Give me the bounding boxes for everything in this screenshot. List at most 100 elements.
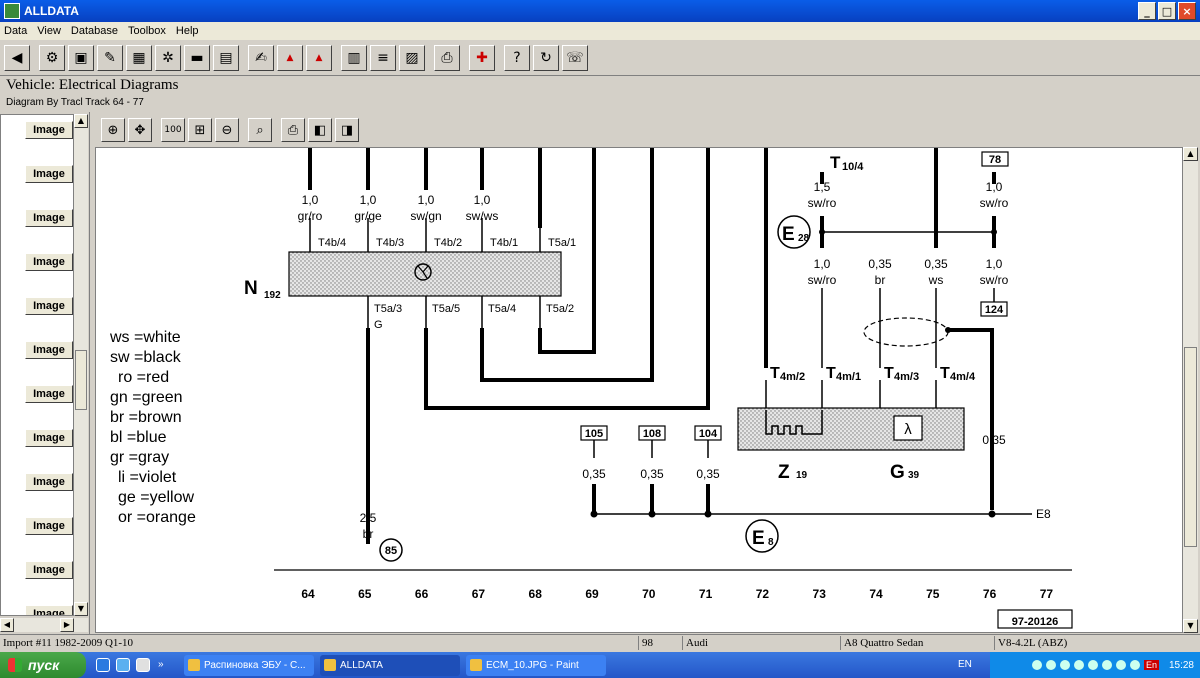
- connector-label: T: [770, 365, 780, 382]
- tray-icon-2[interactable]: [1045, 660, 1056, 670]
- menu-view[interactable]: View: [37, 25, 61, 37]
- new-car-icon[interactable]: ▲: [277, 44, 303, 71]
- next-image-icon[interactable]: ◨: [335, 118, 359, 142]
- zoom-100-icon[interactable]: 100: [161, 118, 185, 142]
- image-button[interactable]: Image: [25, 121, 73, 139]
- menu-data[interactable]: Data: [4, 25, 28, 37]
- zoom-in-icon[interactable]: ⊕: [101, 118, 125, 142]
- language-indicator[interactable]: EN: [958, 659, 972, 670]
- diagram-scroll-thumb[interactable]: [1184, 347, 1197, 547]
- back-arrow-icon[interactable]: ◀: [4, 44, 30, 71]
- book-icon[interactable]: ▤: [213, 44, 239, 71]
- image-button[interactable]: Image: [25, 473, 73, 491]
- wire-size-label: 0,35: [640, 467, 664, 481]
- menu-database[interactable]: Database: [70, 25, 118, 37]
- system-tray: En 15:28: [990, 652, 1200, 678]
- quicklaunch-more-icon[interactable]: »: [158, 659, 164, 670]
- task-firefox[interactable]: Распиновка ЭБУ - С...: [184, 655, 314, 676]
- diagram-icon[interactable]: ✎: [97, 44, 123, 71]
- task-paint[interactable]: ECM_10.JPG - Paint: [466, 655, 606, 676]
- input-language-badge[interactable]: En: [1143, 660, 1159, 670]
- e28-sub-label: 28: [798, 233, 810, 244]
- vehicle-icon[interactable]: ⚙: [39, 44, 65, 71]
- image-button[interactable]: Image: [25, 385, 73, 403]
- app-icon: [4, 3, 20, 19]
- volume-icon[interactable]: [1101, 660, 1112, 670]
- wire-color-label: sw/ro: [808, 196, 837, 210]
- magnifier-icon[interactable]: ⌕: [248, 118, 272, 142]
- menu-toolbox[interactable]: Toolbox: [128, 25, 166, 37]
- wire-size-label: 0,35: [982, 433, 1006, 447]
- image-button[interactable]: Image: [25, 165, 73, 183]
- page-view-icon[interactable]: ▥: [341, 44, 367, 71]
- tray-icon-1[interactable]: [1031, 660, 1042, 670]
- diagram-print-icon[interactable]: ⎙: [281, 118, 305, 142]
- scroll-up-icon[interactable]: ▲: [74, 114, 88, 128]
- ruler-icon[interactable]: ▬: [184, 44, 210, 71]
- tray-icon-3[interactable]: [1059, 660, 1070, 670]
- tray-icon-5[interactable]: [1087, 660, 1098, 670]
- image-button[interactable]: Image: [25, 517, 73, 535]
- diagram-vertical-scrollbar[interactable]: ▲ ▼: [1183, 147, 1198, 633]
- pan-icon[interactable]: ✥: [128, 118, 152, 142]
- note-icon[interactable]: ✚: [469, 44, 495, 71]
- close-button[interactable]: ×: [1178, 2, 1196, 20]
- image-button[interactable]: Image: [25, 429, 73, 447]
- wire-size-label: 1,0: [418, 193, 435, 207]
- track-number: 72: [756, 587, 770, 601]
- wire-color-label: sw/ro: [980, 273, 1009, 287]
- image-button[interactable]: Image: [25, 561, 73, 579]
- ie-icon[interactable]: [96, 658, 110, 672]
- image-button[interactable]: Image: [25, 605, 73, 615]
- wire-67-loop: [480, 148, 654, 382]
- reference-124: 124: [985, 304, 1004, 316]
- legend-entry: or =orange: [118, 509, 196, 526]
- pen-icon[interactable]: ✍: [248, 44, 274, 71]
- explorer-icon[interactable]: [136, 658, 150, 672]
- menu-help[interactable]: Help: [175, 25, 199, 37]
- task-alldata[interactable]: ALLDATA: [320, 655, 460, 676]
- maximize-button[interactable]: □: [1158, 2, 1176, 20]
- previous-image-icon[interactable]: ◧: [308, 118, 332, 142]
- connector-label: T5a/3: [374, 303, 402, 315]
- zoom-fit-icon[interactable]: ⊞: [188, 118, 212, 142]
- connector-label: T5a/2: [546, 303, 574, 315]
- fax-icon[interactable]: ☏: [562, 44, 588, 71]
- network-icon[interactable]: [1115, 660, 1126, 670]
- scroll-right-icon[interactable]: ▶: [60, 618, 74, 632]
- start-button[interactable]: пуск: [0, 652, 86, 678]
- track-number: 74: [869, 587, 883, 601]
- minimize-button[interactable]: _: [1138, 2, 1156, 20]
- desktop-icon[interactable]: [116, 658, 130, 672]
- scroll-down-icon[interactable]: ▼: [74, 602, 88, 616]
- zoom-out-icon[interactable]: ⊖: [215, 118, 239, 142]
- z19-label: Z: [778, 462, 790, 483]
- left-vertical-scrollbar[interactable]: ▲ ▼: [74, 114, 88, 616]
- image-button[interactable]: Image: [25, 209, 73, 227]
- image-button[interactable]: Image: [25, 297, 73, 315]
- new-car-2-icon[interactable]: ▲: [306, 44, 332, 71]
- left-horizontal-scrollbar[interactable]: ◀ ▶: [0, 618, 88, 632]
- image-view-icon[interactable]: ▨: [399, 44, 425, 71]
- gears-icon[interactable]: ✲: [155, 44, 181, 71]
- diagram-scroll-up-icon[interactable]: ▲: [1183, 147, 1198, 161]
- legend-entry: sw =black: [110, 349, 182, 366]
- left-scroll-thumb[interactable]: [75, 350, 87, 410]
- refresh-icon[interactable]: ↻: [533, 44, 559, 71]
- diagram-scroll-down-icon[interactable]: ▼: [1183, 619, 1198, 633]
- image-button[interactable]: Image: [25, 253, 73, 271]
- text-view-icon[interactable]: ≡: [370, 44, 396, 71]
- scroll-left-icon[interactable]: ◀: [0, 618, 14, 632]
- briefcase-icon[interactable]: ▣: [68, 44, 94, 71]
- print-icon[interactable]: ⎙: [434, 44, 460, 71]
- calculator-icon[interactable]: ▦: [126, 44, 152, 71]
- reference-label: 108: [643, 428, 661, 440]
- tray-icon-8[interactable]: [1129, 660, 1140, 670]
- image-button[interactable]: Image: [25, 341, 73, 359]
- n192-sub-label: 192: [264, 290, 281, 301]
- help-icon[interactable]: ?: [504, 44, 530, 71]
- connector-label: T: [884, 365, 894, 382]
- tray-icon-4[interactable]: [1073, 660, 1084, 670]
